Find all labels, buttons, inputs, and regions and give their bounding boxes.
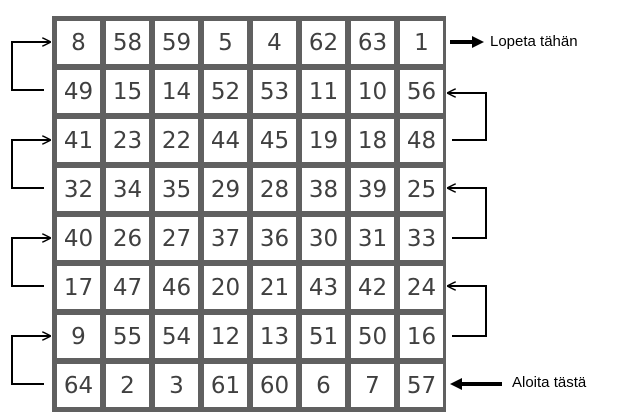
grid-cell: 2 (106, 364, 149, 407)
grid-cell: 38 (302, 168, 345, 211)
grid-cell: 44 (204, 119, 247, 162)
grid-cell: 1 (400, 21, 443, 64)
grid-cell: 4 (253, 21, 296, 64)
grid-cell: 10 (351, 70, 394, 113)
grid-cell: 9 (57, 315, 100, 358)
grid-cell: 18 (351, 119, 394, 162)
grid-cell: 62 (302, 21, 345, 64)
grid-cell: 39 (351, 168, 394, 211)
grid-cell: 14 (155, 70, 198, 113)
grid-cell: 56 (400, 70, 443, 113)
start-label: Aloita tästä (512, 374, 587, 391)
grid-cell: 30 (302, 217, 345, 260)
grid-cell: 16 (400, 315, 443, 358)
grid-cell: 26 (106, 217, 149, 260)
turn-arrow-left-1 (11, 42, 50, 91)
turn-arrow-left-2 (11, 140, 50, 189)
turn-arrow-right-2 (448, 188, 487, 239)
grid-cell: 40 (57, 217, 100, 260)
grid-cell: 33 (400, 217, 443, 260)
grid-cell: 64 (57, 364, 100, 407)
grid-cell: 57 (400, 364, 443, 407)
turn-arrow-left-3 (11, 238, 50, 287)
grid-cell: 34 (106, 168, 149, 211)
grid-cell: 32 (57, 168, 100, 211)
grid-cell: 7 (351, 364, 394, 407)
grid-cell: 60 (253, 364, 296, 407)
grid-cell: 24 (400, 266, 443, 309)
grid-cell: 29 (204, 168, 247, 211)
grid-cell: 48 (400, 119, 443, 162)
turn-arrow-left-4 (11, 336, 50, 385)
grid-cell: 36 (253, 217, 296, 260)
grid-cell: 63 (351, 21, 394, 64)
grid-cell: 58 (106, 21, 149, 64)
grid-cell: 6 (302, 364, 345, 407)
grid-cell: 28 (253, 168, 296, 211)
grid-cell: 25 (400, 168, 443, 211)
grid-cell: 3 (155, 364, 198, 407)
grid-cell: 22 (155, 119, 198, 162)
grid-cell: 5 (204, 21, 247, 64)
grid-cell: 17 (57, 266, 100, 309)
grid-cell: 54 (155, 315, 198, 358)
grid-cell: 43 (302, 266, 345, 309)
grid-cell: 35 (155, 168, 198, 211)
grid-cell: 55 (106, 315, 149, 358)
grid-cell: 51 (302, 315, 345, 358)
grid-cell: 27 (155, 217, 198, 260)
grid-cell: 20 (204, 266, 247, 309)
turn-arrow-right-1 (448, 93, 487, 141)
grid-cell: 47 (106, 266, 149, 309)
grid-cell: 41 (57, 119, 100, 162)
grid-cell: 46 (155, 266, 198, 309)
grid-cell: 42 (351, 266, 394, 309)
grid-cell: 49 (57, 70, 100, 113)
grid-cell: 37 (204, 217, 247, 260)
grid-cell: 11 (302, 70, 345, 113)
grid-cell: 53 (253, 70, 296, 113)
grid-cell: 8 (57, 21, 100, 64)
grid-cell: 15 (106, 70, 149, 113)
grid-cell: 19 (302, 119, 345, 162)
grid-cell: 23 (106, 119, 149, 162)
grid-cell: 12 (204, 315, 247, 358)
grid-cell: 52 (204, 70, 247, 113)
grid-cell: 50 (351, 315, 394, 358)
turn-arrow-right-3 (448, 286, 487, 337)
grid-cell: 31 (351, 217, 394, 260)
grid-cell: 59 (155, 21, 198, 64)
grid-cell: 21 (253, 266, 296, 309)
grid-cell: 61 (204, 364, 247, 407)
grid-cell: 45 (253, 119, 296, 162)
grid-cell: 13 (253, 315, 296, 358)
end-label: Lopeta tähän (490, 33, 578, 50)
